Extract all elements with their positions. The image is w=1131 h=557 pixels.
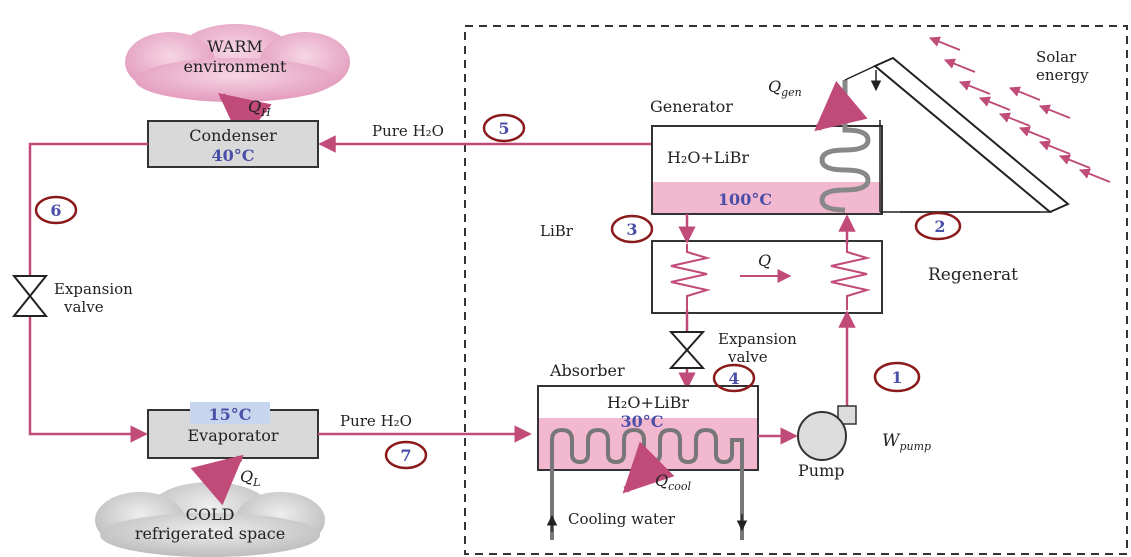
solar-label-2: energy [1036,66,1089,84]
state-7-marker: 7 [384,440,428,470]
warm-label-2: environment [184,57,287,76]
generator-temp: 100°C [718,190,772,209]
evaporator: 15°C Evaporator [147,402,319,459]
generator-mix: H₂O+LiBr [667,148,749,167]
state-6-marker: 6 [34,195,78,225]
ql-arrow [190,454,244,506]
solar-rays [928,36,1111,183]
absorber-temp: 30°C [621,412,664,431]
generator-label: Generator [650,97,733,116]
state-6-label: 6 [50,201,61,220]
pure-h2o-bottom: Pure H₂O [340,412,412,430]
qcool-label: Qcool [655,471,692,493]
left-valve-label-1: Expansion [54,280,133,298]
qgen-label: Qgen [768,77,802,99]
regen-coil-left [670,244,711,310]
state-5-label: 5 [498,119,509,138]
condenser: Condenser 40°C [147,120,319,168]
condenser-label: Condenser [189,126,277,145]
absorber-label: Absorber [549,361,625,380]
cold-space-cloud: COLD refrigerated space [95,482,325,557]
state-markers: 5 6 3 2 4 1 7 [34,113,962,470]
state-4-label: 4 [728,369,739,388]
ql-label: QL [240,467,260,489]
left-expansion-valve: Expansion valve [11,275,133,317]
mid-valve-label-2: valve [727,348,768,366]
cold-label: COLD [186,505,235,524]
mid-valve-label-1: Expansion [718,330,797,348]
state-2-marker: 2 [914,211,962,241]
generator-coil [819,80,871,213]
state-4-marker: 4 [712,363,756,393]
cooling-water-label: Cooling water [568,510,676,528]
regen-q-label: Q [758,251,771,270]
absorber-mix: H₂O+LiBr [607,393,689,412]
evaporator-label: Evaporator [187,426,278,445]
state-2-label: 2 [934,217,945,236]
cold-label-2: refrigerated space [135,524,285,543]
solar-label-1: Solar [1036,48,1077,66]
pure-h2o-top: Pure H₂O [372,122,444,140]
mid-expansion-valve: Expansion valve [668,330,797,369]
pump-work-label: Wpump [882,431,931,453]
system-boundary [464,25,1128,555]
generator: Generator H₂O+LiBr 100°C [650,80,883,215]
qh-arrow [218,92,272,143]
warm-environment-cloud: WARM environment [125,24,350,102]
qh-label: QH [248,97,271,119]
regen-coil-right [830,244,871,310]
regenerator: Q Regenerat [651,240,1018,314]
qcool-arrow [622,441,675,494]
state-5-marker: 5 [482,113,526,143]
state-1-label: 1 [891,368,902,387]
qgen-arrow [814,80,868,132]
warm-label: WARM [207,37,263,56]
state-3-label: 3 [626,220,637,239]
state-3-marker: 3 [610,214,654,244]
left-valve-label-2: valve [63,298,104,316]
libr-label: LiBr [540,222,574,240]
state-7-label: 7 [400,446,411,465]
regenerator-label: Regenerat [928,265,1018,285]
pump: Pump Wpump [797,405,931,480]
pump-label: Pump [798,461,844,480]
evaporator-temp: 15°C [209,405,252,424]
solar-collector [844,56,1070,214]
state-1-marker: 1 [873,361,921,393]
condenser-temp: 40°C [212,146,255,165]
